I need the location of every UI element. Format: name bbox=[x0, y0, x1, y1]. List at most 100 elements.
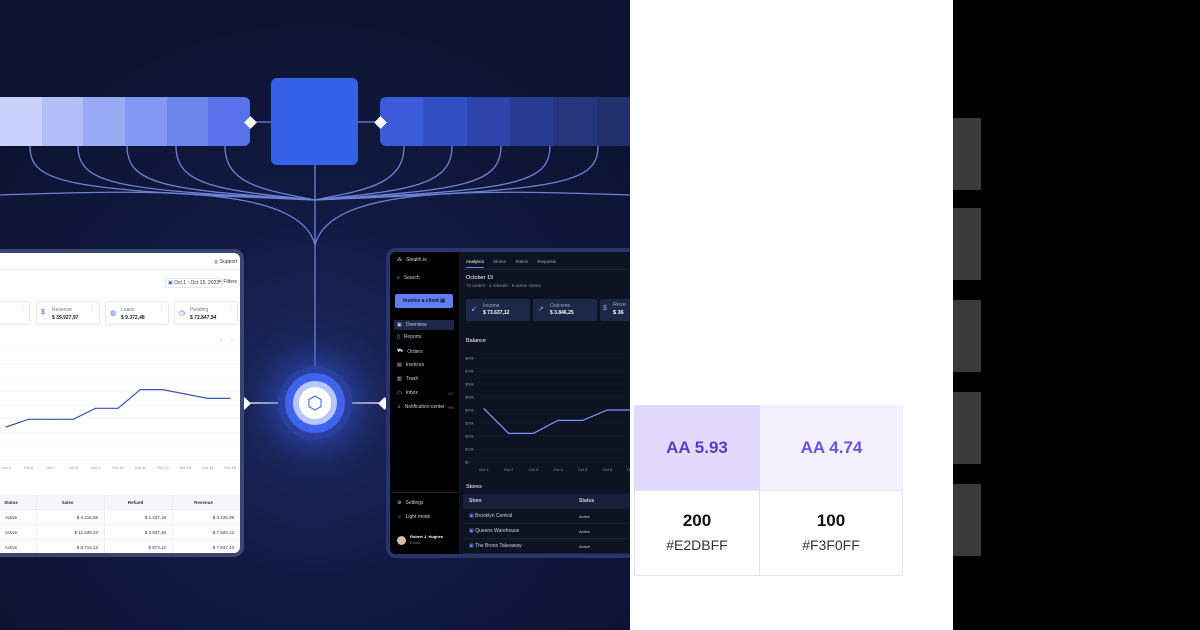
table-cell: $ 11.549,23 bbox=[37, 525, 105, 539]
light-dashboard-preview: ◎ Support ▣ Oct 1 - Oct 15, 2023 ⏷ Filte… bbox=[0, 249, 244, 557]
x-tick-label: Oct 9 bbox=[91, 465, 101, 470]
light-palette-bar bbox=[0, 97, 250, 146]
sidebar-item-trash[interactable]: ▥Trash bbox=[397, 376, 418, 382]
badge: +99 bbox=[447, 404, 454, 410]
more-icon[interactable]: ⋮ bbox=[90, 305, 95, 311]
search-input[interactable]: ⌕Search bbox=[397, 275, 420, 281]
outcome-card: ↗Outcome$ 3.846,25 bbox=[533, 299, 597, 321]
income-card: ↙Income$ 73.637,12 bbox=[466, 299, 530, 321]
tab-stores[interactable]: Stores bbox=[493, 259, 507, 264]
y-tick-label: $60k bbox=[465, 382, 474, 387]
stat-label: Reve bbox=[613, 302, 626, 308]
x-tick-label: Oct 8 bbox=[68, 465, 78, 470]
dollar-icon: $ bbox=[41, 309, 45, 316]
data-point bbox=[207, 397, 209, 399]
stat-value: $ 9.372,48 bbox=[121, 315, 145, 321]
sidebar-item-label: Notification center bbox=[404, 404, 445, 410]
balance-title: Balance bbox=[466, 338, 486, 344]
table-cell: $ 3.637,39 bbox=[105, 525, 173, 539]
stat-value: $ 72.847,94 bbox=[190, 315, 217, 321]
more-icon[interactable]: ⋮ bbox=[20, 305, 25, 311]
swatch-100-contrast: AA 4.74 bbox=[760, 405, 903, 491]
more-icon[interactable]: ⋮ bbox=[228, 305, 233, 311]
table-cell: Active bbox=[0, 525, 37, 539]
table-row: Active$ 4.216,56$ 1.437,19$ 3.126,39 bbox=[0, 510, 240, 525]
stat-label: Pending bbox=[190, 307, 209, 313]
sidebar-item-inbox[interactable]: ▭Inbox+27 bbox=[397, 390, 454, 396]
store-icon: ▣ bbox=[469, 543, 476, 549]
data-point bbox=[184, 393, 186, 395]
data-point bbox=[50, 418, 52, 420]
y-tick-label: $10k bbox=[465, 447, 474, 452]
sidebar-item-orders[interactable]: ⛟Orders bbox=[397, 348, 423, 355]
support-label: Support bbox=[219, 259, 238, 265]
chart-next-button[interactable]: › bbox=[231, 337, 233, 343]
light-mode-toggle[interactable]: ☼Light mode bbox=[397, 514, 430, 520]
sidebar-item-invoices[interactable]: ▤Invoices bbox=[397, 362, 424, 368]
filters-button[interactable]: ⏷ Filters bbox=[218, 279, 237, 285]
bell-icon: ♫ bbox=[397, 404, 401, 410]
table-cell: $ 3.126,39 bbox=[173, 510, 240, 524]
chart-prev-button[interactable]: ‹ bbox=[220, 337, 222, 343]
y-tick-label: $40k bbox=[465, 408, 474, 413]
dark-palette-bar bbox=[380, 97, 630, 146]
x-tick-label: Oct 6 bbox=[603, 467, 613, 472]
tab-teams[interactable]: Teams bbox=[515, 259, 529, 264]
tab-analytics[interactable]: Analytics bbox=[466, 259, 485, 268]
table-cell: Active bbox=[0, 510, 37, 524]
y-tick-label: $50k bbox=[465, 395, 474, 400]
more-icon[interactable]: ⋮ bbox=[159, 305, 164, 311]
data-point bbox=[508, 432, 510, 434]
x-tick-label: Oct 5 bbox=[1, 465, 11, 470]
y-tick-label: $0 bbox=[465, 460, 470, 465]
stores-title: Stores bbox=[466, 484, 482, 490]
x-tick-label: Oct 12 bbox=[157, 465, 170, 470]
stat-label: Income bbox=[483, 303, 500, 309]
connector-curve bbox=[29, 145, 316, 201]
hub-logo-icon: ⬡ bbox=[278, 366, 352, 440]
data-point bbox=[117, 407, 119, 409]
series-line bbox=[483, 408, 630, 435]
y-tick-label: $80k bbox=[465, 356, 474, 361]
sidebar-item-notification-center[interactable]: ♫Notification center+99 bbox=[397, 404, 454, 410]
data-point bbox=[162, 389, 164, 391]
swatch-200-contrast: AA 5.93 bbox=[634, 405, 760, 491]
store-icon: ▣ bbox=[469, 528, 476, 534]
swatch-hex: #F3F0FF bbox=[802, 537, 860, 553]
palette-step bbox=[423, 97, 467, 146]
swatch-100-info: 100#F3F0FF bbox=[759, 490, 903, 576]
sidebar-item-overview[interactable]: ▣Overview bbox=[394, 320, 454, 330]
table-cell: $ 8.714,13 bbox=[37, 540, 105, 553]
x-tick-label: Oct 4 bbox=[553, 467, 563, 472]
data-point bbox=[582, 419, 584, 421]
x-tick-label: Oct 7 bbox=[627, 467, 630, 472]
sun-icon: ☼ bbox=[397, 514, 402, 520]
sidebar-item-label: Reports bbox=[403, 334, 422, 340]
inbox-icon: ▭ bbox=[397, 390, 402, 396]
dollar-icon: $ bbox=[603, 305, 607, 312]
data-point bbox=[229, 397, 231, 399]
sidebar-item-label: Invoices bbox=[405, 362, 425, 368]
settings-link[interactable]: ⚙Settings bbox=[397, 500, 424, 506]
data-point bbox=[532, 432, 534, 434]
table-row: Active$ 8.714,13$ 873,12$ 7.847,43 bbox=[0, 540, 240, 553]
tab-requests[interactable]: Requests bbox=[537, 259, 557, 264]
filters-label: Filters bbox=[223, 279, 238, 285]
sidebar-item-reports[interactable]: ▯Reports bbox=[397, 334, 421, 340]
invoice-client-button[interactable]: Invoice a client ▤ bbox=[395, 294, 453, 308]
stat-value: $ 3.846,25 bbox=[550, 310, 574, 316]
support-link[interactable]: ◎ Support bbox=[214, 259, 238, 265]
palette-step bbox=[596, 97, 630, 146]
y-tick-label: $20k bbox=[465, 434, 474, 439]
data-point bbox=[483, 408, 485, 410]
base-color-swatch bbox=[271, 78, 358, 165]
date-range-picker[interactable]: ▣ Oct 1 - Oct 15, 2023 bbox=[165, 278, 223, 288]
connector-lines bbox=[0, 121, 630, 404]
